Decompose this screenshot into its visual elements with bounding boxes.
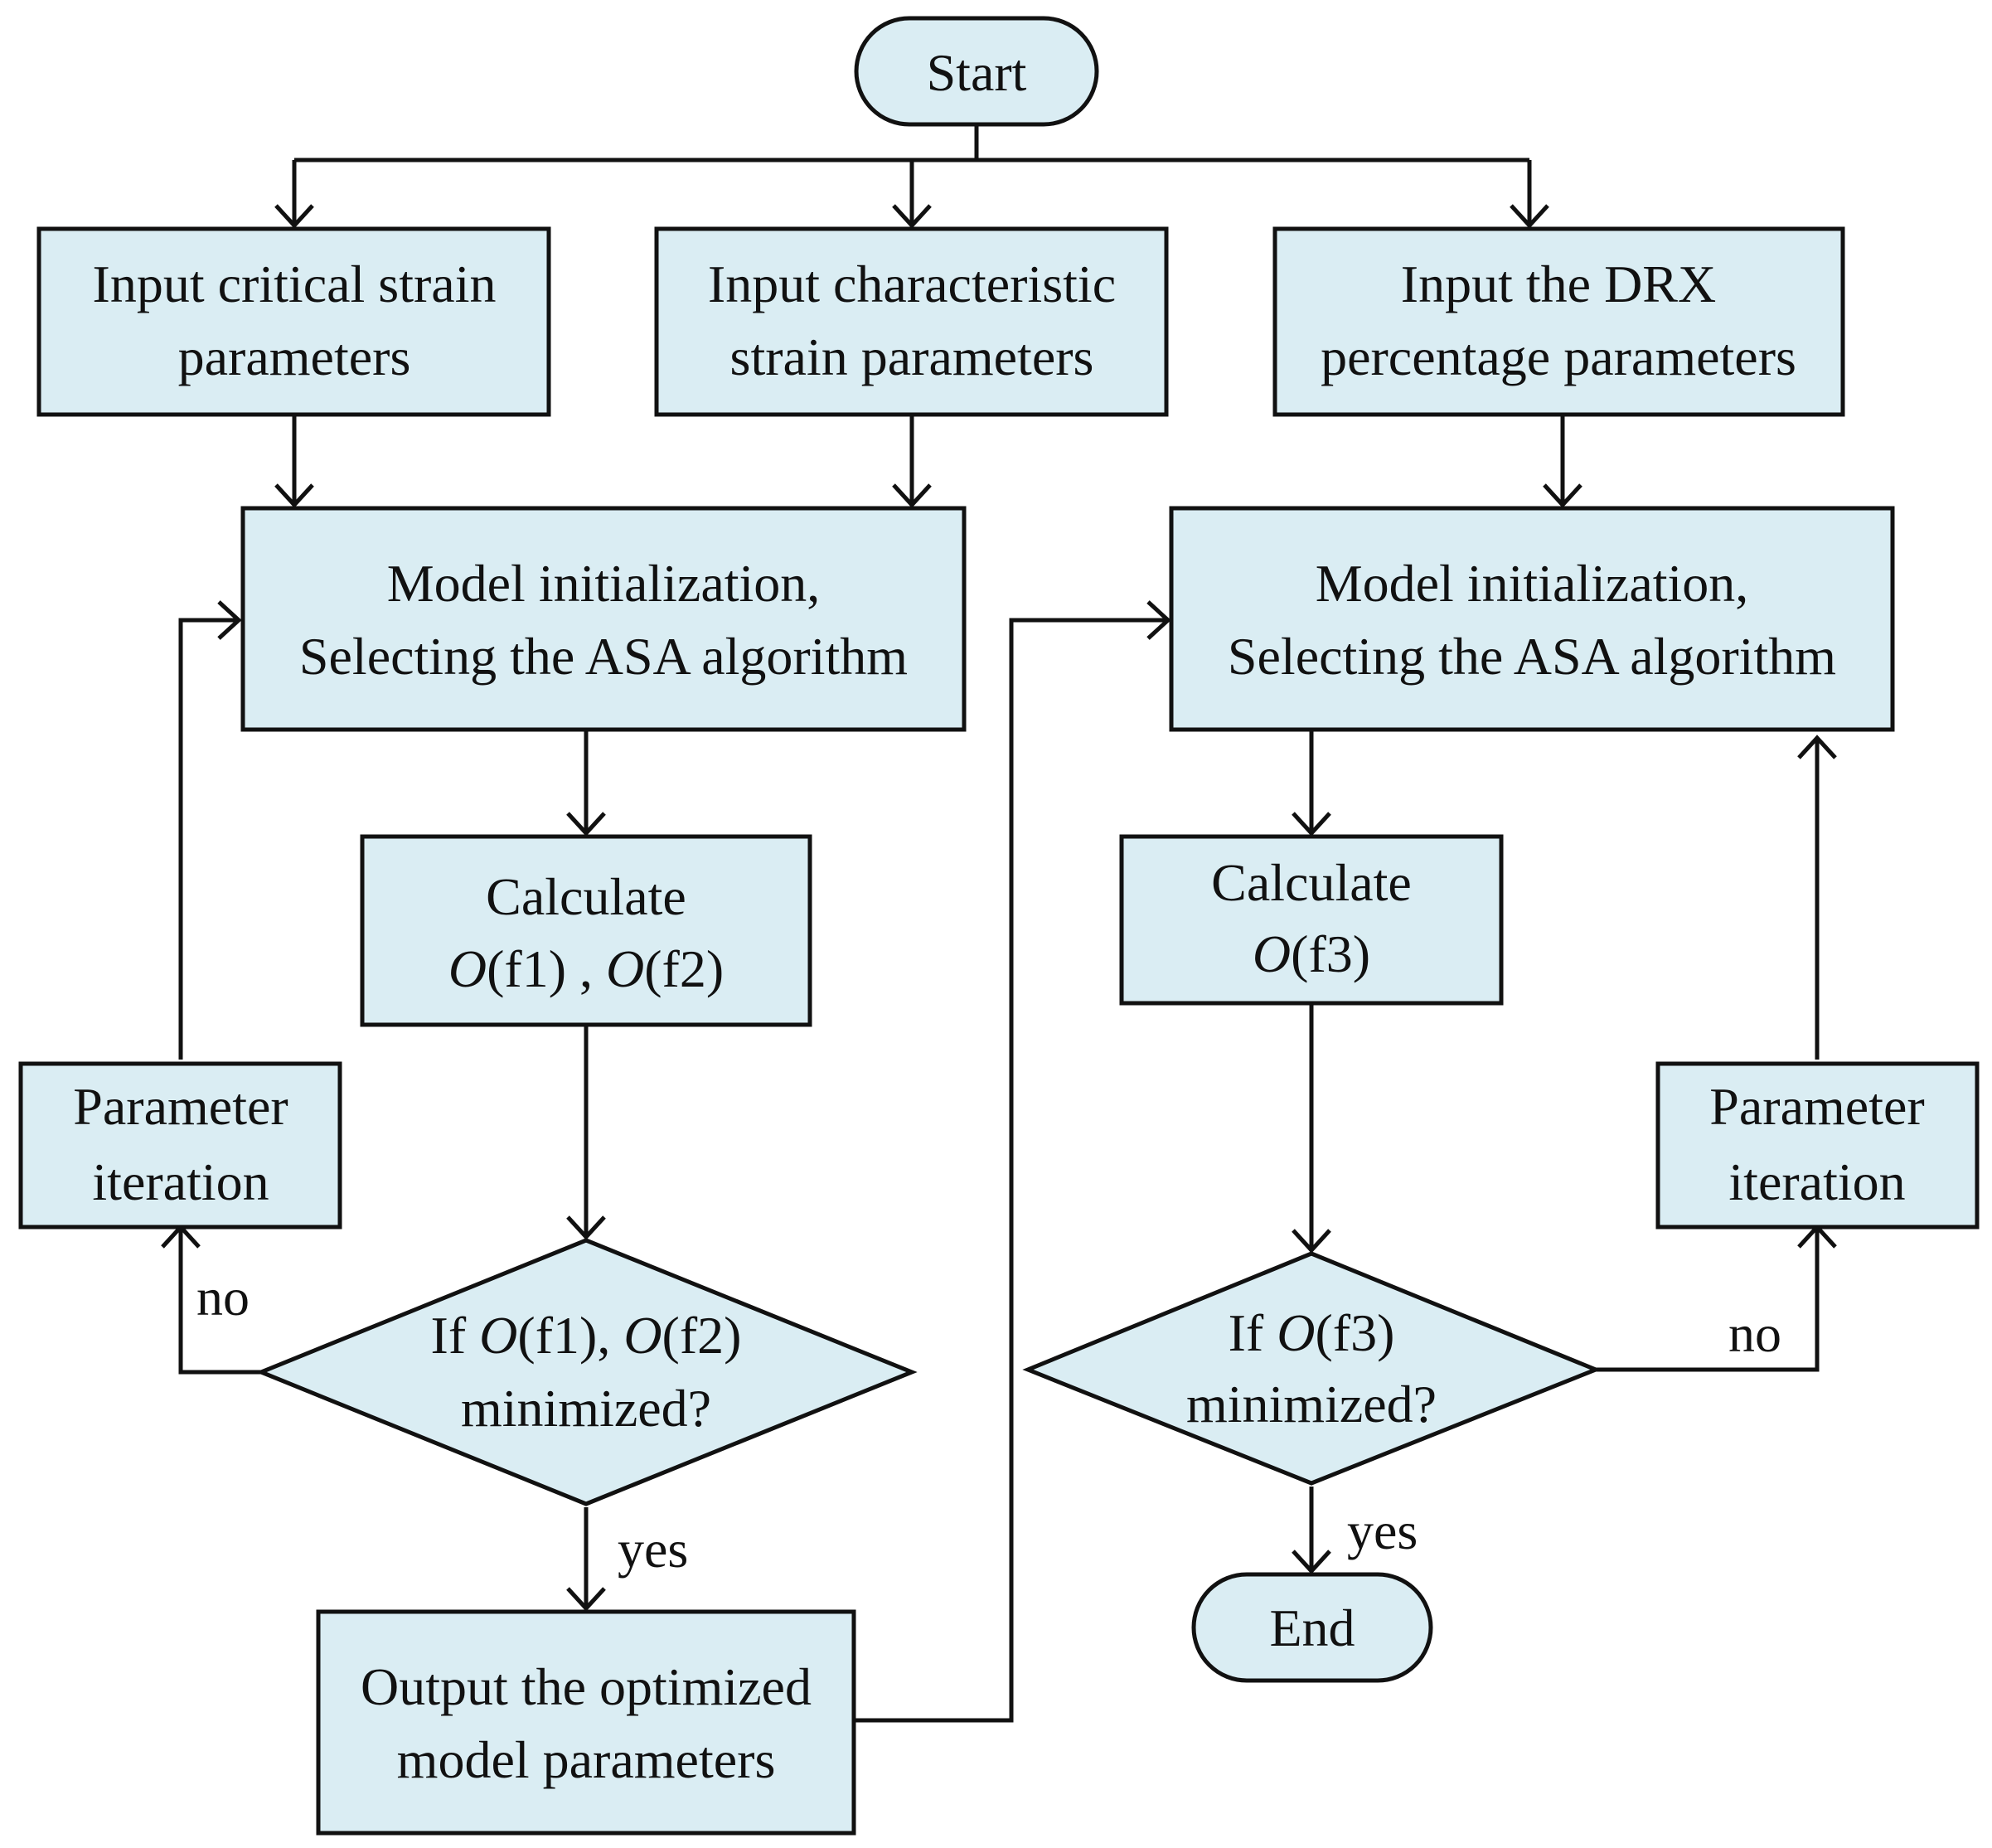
arrowhead-right [1146, 600, 1171, 640]
param-iter-left-line2: iteration [92, 1152, 269, 1211]
model-init-right-node: Model initialization, Selecting the ASA … [1169, 506, 1895, 732]
input-drx-line1: Input the DRX [1401, 255, 1716, 313]
input-characteristic-node: Input characteristic strain parameters [654, 226, 1169, 417]
param-iter-right-line2: iteration [1728, 1152, 1905, 1211]
calc-right-f: (f3) [1291, 924, 1370, 983]
model-init-left-node: Model initialization, Selecting the ASA … [240, 506, 967, 732]
end-label: End [1269, 1598, 1355, 1657]
decision-left-node: If O(f1), O(f2) minimized? [255, 1238, 918, 1506]
model-init-right-line2: Selecting the ASA algorithm [1228, 627, 1836, 686]
input-drx-line2: percentage parameters [1321, 327, 1796, 386]
decision-left-if: If [431, 1306, 480, 1365]
arrowhead-down [1510, 204, 1549, 229]
decision-right-node: If O(f3) minimized? [1022, 1251, 1602, 1486]
arrowhead-down [1292, 1550, 1331, 1574]
edge-label-yes-left: yes [618, 1520, 688, 1579]
decision-right-if: If [1229, 1303, 1277, 1362]
decision-left-line1: If O(f1), O(f2) [431, 1306, 742, 1365]
input-characteristic-line2: strain parameters [730, 327, 1094, 386]
edge-label-yes-right: yes [1347, 1501, 1418, 1560]
output-line1: Output the optimized [361, 1657, 812, 1716]
calc-right-node: Calculate O(f3) [1119, 834, 1504, 1006]
calc-left-node: Calculate O(f1) , O(f2) [360, 834, 812, 1027]
connectors [178, 124, 1820, 1723]
calc-left-line2: O(f1) , O(f2) [448, 939, 724, 998]
calc-right-line1: Calculate [1211, 853, 1412, 912]
edge-label-no-left: no [196, 1268, 250, 1327]
arrowhead-down [274, 204, 314, 229]
decision-left-line2: minimized? [461, 1379, 711, 1438]
calc-right-o: O [1253, 924, 1291, 983]
model-init-right-line1: Model initialization, [1316, 554, 1749, 613]
arrowhead-down [1292, 812, 1331, 837]
calc-left-f1: (f1) , [487, 939, 606, 998]
edge-decision-right-no [1596, 1227, 1820, 1372]
input-critical-line2: parameters [178, 327, 411, 386]
arrowhead-right [217, 600, 242, 640]
decision-left-o2: O [623, 1306, 662, 1365]
calc-left-o1: O [448, 939, 487, 998]
input-critical-node: Input critical strain parameters [36, 226, 551, 417]
calc-left-line1: Calculate [486, 867, 686, 926]
decision-right-line1: If O(f3) [1229, 1303, 1395, 1362]
input-characteristic-line1: Input characteristic [708, 255, 1116, 313]
output-line2: model parameters [397, 1730, 776, 1789]
edge-decision-left-no [178, 1227, 261, 1375]
edge-output-to-model-right [854, 618, 1168, 1723]
calc-left-f2: (f2) [644, 939, 724, 998]
decision-left-f1: (f1), [517, 1306, 623, 1365]
param-iter-right-line1: Parameter [1709, 1077, 1924, 1136]
arrowhead-down [274, 483, 314, 508]
output-node: Output the optimized model parameters [316, 1609, 856, 1836]
param-iter-right-node: Parameter iteration [1655, 1061, 1980, 1230]
calc-left-o2: O [606, 939, 644, 998]
start-node: Start [854, 16, 1099, 127]
end-node: End [1191, 1572, 1433, 1683]
edge-label-no-right: no [1728, 1304, 1781, 1363]
decision-left-f2: (f2) [662, 1306, 742, 1365]
model-init-left-line1: Model initialization, [387, 554, 821, 613]
arrowhead-down [1292, 1229, 1331, 1254]
edge-param-left-to-model [178, 618, 239, 1060]
arrowhead-down [566, 812, 606, 837]
calc-right-line2: O(f3) [1253, 924, 1370, 983]
decision-right-o: O [1277, 1303, 1315, 1362]
arrowhead-down [892, 204, 932, 229]
decision-left-o1: O [479, 1306, 517, 1365]
input-critical-line1: Input critical strain [93, 255, 497, 313]
decision-right-line2: minimized? [1186, 1375, 1437, 1433]
param-iter-left-node: Parameter iteration [18, 1061, 342, 1230]
decision-right-f: (f3) [1315, 1303, 1394, 1362]
start-label: Start [927, 43, 1027, 102]
model-init-left-line2: Selecting the ASA algorithm [299, 627, 908, 686]
arrowhead-down [566, 1215, 606, 1240]
arrowhead-down [892, 483, 932, 508]
input-drx-node: Input the DRX percentage parameters [1272, 226, 1845, 417]
arrowhead-down [1543, 483, 1582, 508]
arrowhead-down [566, 1587, 606, 1612]
arrowhead-up [1797, 735, 1837, 759]
param-iter-left-line1: Parameter [73, 1077, 288, 1136]
